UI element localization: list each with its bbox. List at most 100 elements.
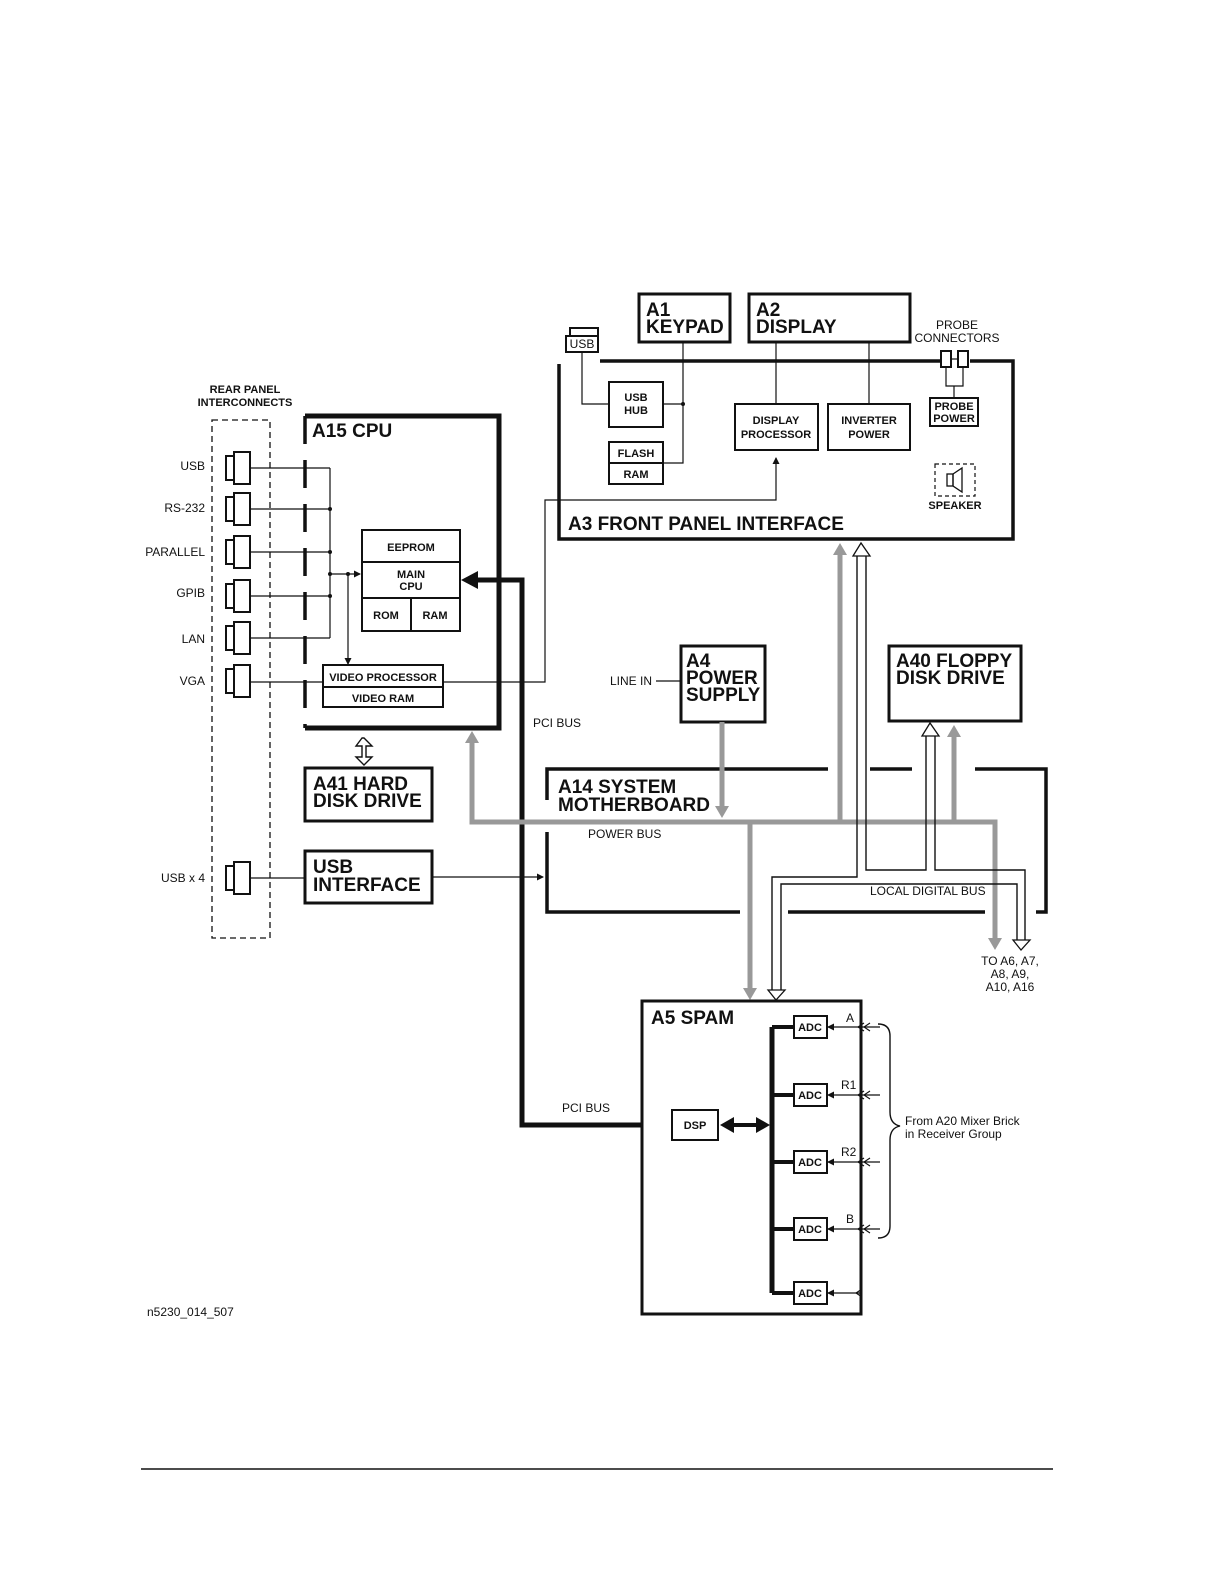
a3-usb-label: USB bbox=[570, 337, 595, 351]
a2-label-line2: DISPLAY bbox=[756, 317, 837, 338]
a3-title: A3 FRONT PANEL INTERFACE bbox=[568, 514, 844, 535]
a41-label-line2: DISK DRIVE bbox=[313, 791, 422, 812]
cpu-ram-box bbox=[410, 597, 461, 632]
a5-spam-box bbox=[640, 999, 863, 1316]
power-bus-label: POWER BUS bbox=[588, 827, 661, 841]
to-boards-label-line1: TO A6, A7, bbox=[981, 954, 1039, 968]
channel-label-r1: R1 bbox=[841, 1078, 857, 1092]
probe-connectors-label-line1: PROBE bbox=[936, 318, 978, 332]
display-processor-box bbox=[734, 403, 819, 451]
port-rs232 bbox=[225, 492, 251, 526]
flash-label: FLASH bbox=[618, 448, 655, 460]
power-bus bbox=[465, 543, 1002, 1000]
to-boards-label-line3: A10, A16 bbox=[986, 980, 1035, 994]
port-label-usb: USB bbox=[180, 459, 205, 473]
rear-panel-title-line2: INTERCONNECTS bbox=[198, 397, 293, 409]
a14-label-line2: MOTHERBOARD bbox=[558, 795, 710, 816]
adc-b: ADC bbox=[793, 1217, 828, 1241]
a4-label-line2: POWER bbox=[686, 668, 758, 689]
adc-a: ADC bbox=[793, 1015, 828, 1039]
svg-text:ADC: ADC bbox=[798, 1288, 822, 1300]
dsp-box bbox=[671, 1109, 719, 1141]
port-label-parallel: PARALLEL bbox=[145, 545, 205, 559]
probe-power-label-line1: PROBE bbox=[934, 401, 973, 413]
port-vga bbox=[225, 664, 251, 698]
a3-front-panel-frame bbox=[557, 359, 1015, 541]
usb-interface-label-line2: INTERFACE bbox=[313, 875, 421, 896]
video-processor-label: VIDEO PROCESSOR bbox=[329, 672, 437, 684]
adc-5: ADC bbox=[793, 1281, 828, 1305]
channel-label-b: B bbox=[846, 1212, 854, 1226]
cpu-ram-label: RAM bbox=[422, 610, 447, 622]
receiver-brace bbox=[877, 1023, 901, 1239]
a41-label-line1: A41 HARD bbox=[313, 774, 408, 795]
to-boards-label-line2: A8, A9, bbox=[991, 967, 1030, 981]
inverter-power-label-line1: INVERTER bbox=[841, 415, 897, 427]
video-to-display-link bbox=[443, 457, 780, 683]
port-label-rs232: RS-232 bbox=[164, 501, 205, 515]
pci-bus-label-bottom: PCI BUS bbox=[562, 1101, 610, 1115]
svg-text:ADC: ADC bbox=[798, 1090, 822, 1102]
probe-connector-1 bbox=[940, 350, 952, 368]
port-usb4 bbox=[225, 861, 251, 895]
probe-connector-2 bbox=[957, 350, 969, 368]
a41-hard-disk-box bbox=[303, 766, 434, 823]
usb-to-hub-link bbox=[581, 352, 609, 405]
pci-bus-label-top: PCI BUS bbox=[533, 716, 581, 730]
video-ram-box bbox=[322, 686, 444, 708]
port-usb bbox=[225, 451, 251, 485]
figure-id: n5230_014_507 bbox=[147, 1305, 234, 1319]
probe-power-box bbox=[929, 397, 979, 427]
a3-ram-box bbox=[608, 462, 664, 485]
svg-text:ADC: ADC bbox=[798, 1224, 822, 1236]
main-cpu-label-line2: CPU bbox=[399, 581, 422, 593]
a14-label-line1: A14 SYSTEM bbox=[558, 777, 676, 798]
pci-bus-arrow-cpu bbox=[461, 571, 478, 589]
port-wiring bbox=[250, 467, 361, 683]
port-label-vga: VGA bbox=[180, 674, 205, 688]
a3-ram-label: RAM bbox=[623, 469, 648, 481]
main-cpu-label-line1: MAIN bbox=[397, 569, 425, 581]
local-digital-bus-label: LOCAL DIGITAL BUS bbox=[870, 884, 986, 898]
usb-hub-label-line1: USB bbox=[624, 392, 647, 404]
main-cpu-box bbox=[361, 561, 461, 599]
port-lan bbox=[225, 621, 251, 655]
eeprom-label: EEPROM bbox=[387, 542, 435, 554]
port-label-lan: LAN bbox=[182, 632, 205, 646]
a40-floppy-box bbox=[887, 644, 1023, 723]
dsp-label: DSP bbox=[684, 1120, 707, 1132]
channel-label-r2: R2 bbox=[841, 1145, 857, 1159]
a5-title: A5 SPAM bbox=[651, 1008, 734, 1029]
a4-label-line1: A4 bbox=[686, 651, 711, 672]
rom-box bbox=[361, 597, 412, 632]
display-processor-label-line2: PROCESSOR bbox=[741, 429, 811, 441]
rear-panel-title-line1: REAR PANEL bbox=[210, 384, 281, 396]
a1-keypad-box bbox=[637, 292, 732, 344]
port-label-gpib: GPIB bbox=[176, 586, 205, 600]
svg-text:ADC: ADC bbox=[798, 1157, 822, 1169]
from-mixer-label-line1: From A20 Mixer Brick bbox=[905, 1114, 1021, 1128]
a4-label-line3: SUPPLY bbox=[686, 685, 761, 706]
svg-text:ADC: ADC bbox=[798, 1022, 822, 1034]
rear-panel-frame bbox=[211, 419, 271, 939]
usb-interface-box bbox=[303, 849, 434, 905]
a15-title: A15 CPU bbox=[312, 421, 392, 442]
speaker-icon bbox=[946, 466, 963, 494]
rear-ports bbox=[225, 451, 251, 895]
a40-label-line2: DISK DRIVE bbox=[896, 668, 1005, 689]
a1-label-line1: A1 bbox=[646, 300, 671, 321]
a3-usb-connector-top bbox=[569, 327, 599, 337]
speaker-frame bbox=[934, 463, 976, 497]
usb-interface-label-line1: USB bbox=[313, 857, 353, 878]
eeprom-box bbox=[361, 529, 461, 563]
port-parallel bbox=[225, 535, 251, 569]
adc-list: ADC ADC ADC ADC ADC bbox=[793, 1015, 828, 1305]
port-gpib bbox=[225, 579, 251, 613]
a4-power-supply-box bbox=[679, 644, 767, 724]
video-ram-label: VIDEO RAM bbox=[352, 693, 414, 705]
port-label-usb4: USB x 4 bbox=[161, 871, 205, 885]
cpu-hdd-link bbox=[354, 737, 374, 766]
usb-hub-label-line2: HUB bbox=[624, 405, 648, 417]
a2-label-line1: A2 bbox=[756, 300, 780, 321]
